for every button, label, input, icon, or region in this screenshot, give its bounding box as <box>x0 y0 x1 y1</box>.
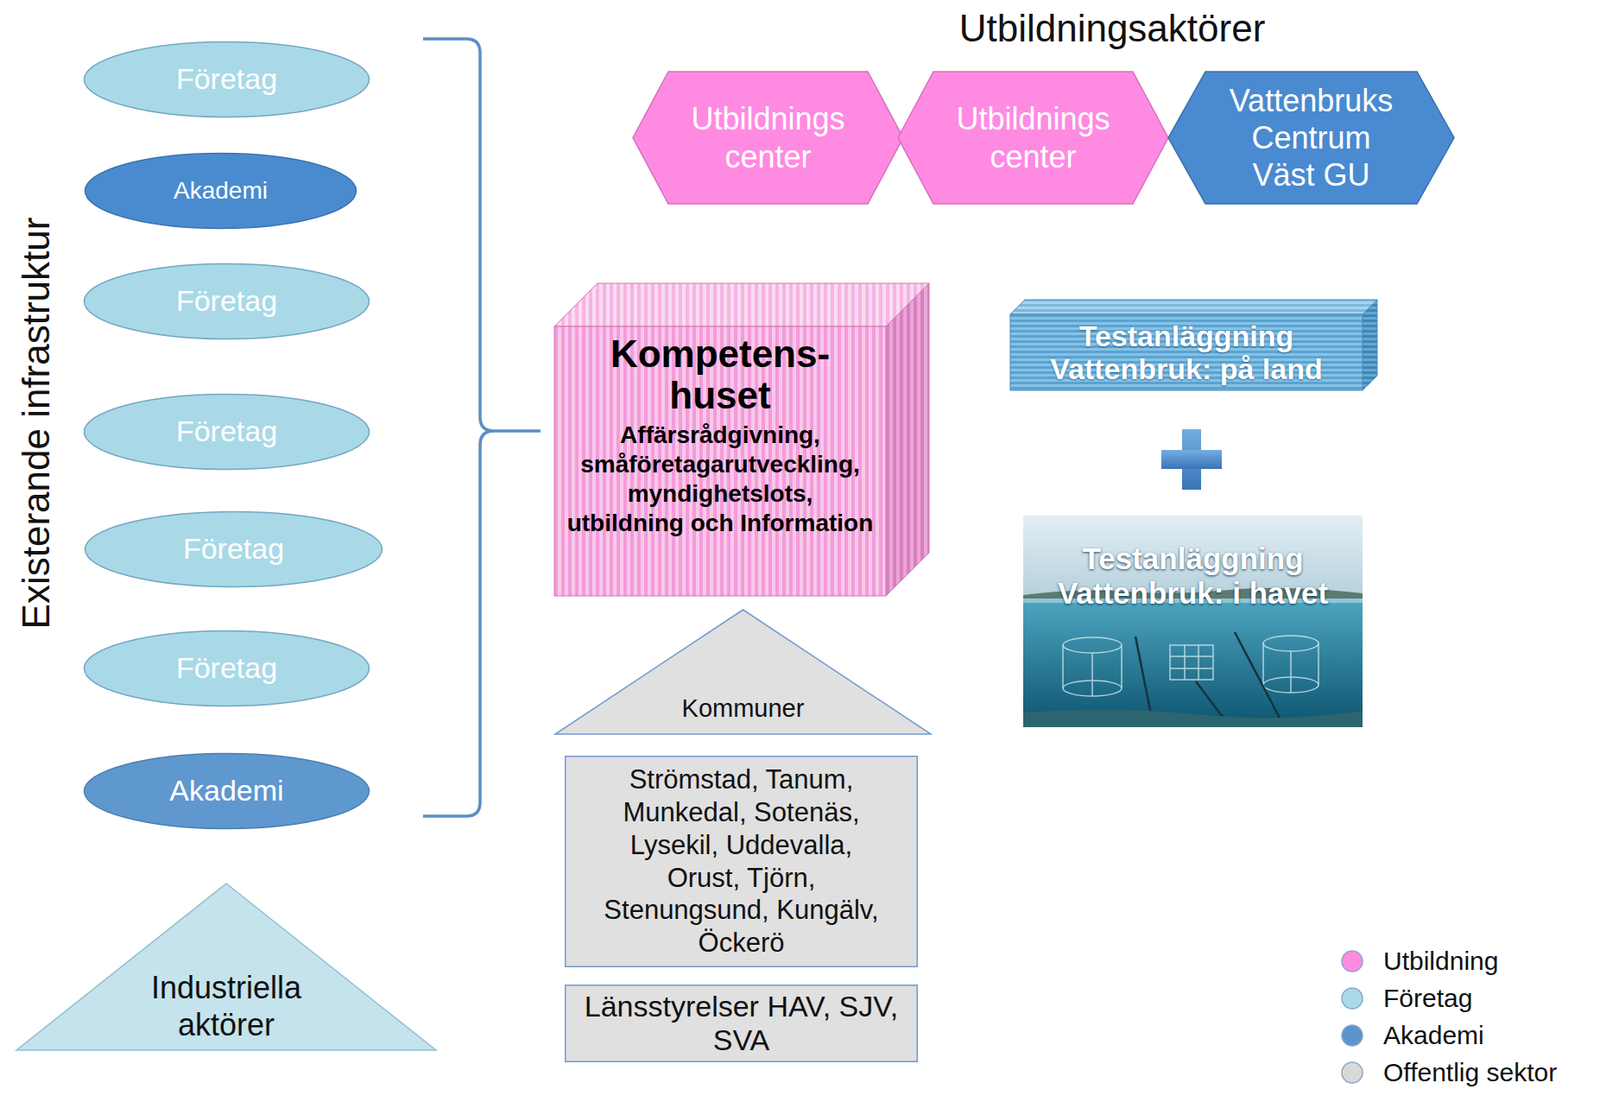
academy-ellipse: Akademi <box>82 752 371 830</box>
node-body: Akademi <box>82 752 371 830</box>
legend-row: Företag <box>1340 979 1557 1017</box>
education-hexagon: Utbildnings center <box>898 71 1169 204</box>
node-label: Utbildnings center <box>934 100 1133 175</box>
node-text-group: Företag <box>103 651 350 685</box>
sea-test-facility-panel: Testanläggning Vattenbruk: i havet <box>1023 515 1363 728</box>
side-axis-label: Existerande infrastruktur <box>14 217 59 630</box>
node-text-group: Utbildnings center <box>934 100 1133 175</box>
node-label: Strömstad, Tanum, Munkedal, Sotenäs, Lys… <box>590 763 893 960</box>
node-label: Företag <box>103 62 350 96</box>
node-label: Testanläggning Vattenbruk: i havet <box>1046 541 1341 612</box>
legend-text: Akademi <box>1383 1019 1485 1051</box>
node-label: Industriella aktörer <box>131 968 322 1044</box>
legend-text: Utbildning <box>1383 945 1499 977</box>
company-ellipse: Företag <box>82 262 371 341</box>
legend-row: Offentlig sektor <box>1340 1053 1557 1091</box>
curly-bracket <box>423 38 541 816</box>
legend-swatch <box>1340 1060 1365 1085</box>
node-text-group: Företag <box>103 414 350 449</box>
node-text-group: Kompetens- husetAffärsrådgivning, småför… <box>566 333 874 538</box>
node-body: Akademi <box>83 151 358 230</box>
competence-house-box: Kompetens- husetAffärsrådgivning, småför… <box>554 326 886 596</box>
node-label: Företag <box>103 284 350 318</box>
node-body-text: Affärsrådgivning, småföretagarutveckling… <box>566 420 874 539</box>
legend-row: Akademi <box>1340 1016 1557 1054</box>
legend: UtbildningFöretagAkademiOffentlig sektor <box>1340 942 1557 1091</box>
municipality-list-box: Strömstad, Tanum, Munkedal, Sotenäs, Lys… <box>564 755 918 968</box>
node-body: Företag <box>82 629 371 708</box>
node-body: Kommuner <box>554 608 932 735</box>
node-label: Företag <box>104 531 363 566</box>
education-hexagon: Utbildnings center <box>632 71 904 204</box>
education-hexagon-outline <box>898 71 1169 204</box>
company-ellipse: Företag <box>82 629 371 708</box>
node-body: Kompetens- husetAffärsrådgivning, småför… <box>554 326 886 596</box>
node-label: Företag <box>103 414 350 449</box>
node-body: Strömstad, Tanum, Munkedal, Sotenäs, Lys… <box>564 755 918 968</box>
section-heading: Utbildningsaktörer <box>959 6 1266 51</box>
node-body: Företag <box>82 262 371 341</box>
node-text-group: Kommuner <box>588 694 898 723</box>
legend-text: Offentlig sektor <box>1383 1056 1557 1088</box>
node-text-group: Företag <box>104 531 363 566</box>
node-label: Akademi <box>103 773 350 808</box>
node-body: Utbildnings center <box>898 71 1169 204</box>
node-text-group: Testanläggning Vattenbruk: i havet <box>1046 541 1341 612</box>
node-text-group: Akademi <box>104 177 337 205</box>
node-text-group: Akademi <box>103 773 350 808</box>
academy-ellipse: Akademi <box>83 151 358 230</box>
node-body: Testanläggning Vattenbruk: på land <box>1010 314 1363 391</box>
legend-row: Utbildning <box>1340 942 1557 980</box>
industry-triangle: Industriella aktörer <box>15 882 437 1051</box>
legend-text: Företag <box>1383 982 1473 1014</box>
node-body: Testanläggning Vattenbruk: i havet <box>1023 515 1363 728</box>
node-body: Länsstyrelser HAV, SJV, SVA <box>564 984 918 1063</box>
municipality-triangle: Kommuner <box>554 608 932 735</box>
node-text-group: Företag <box>103 284 350 318</box>
node-text-group: Länsstyrelser HAV, SJV, SVA <box>571 989 911 1057</box>
education-hexagon-outline <box>632 71 904 204</box>
node-text-group: Vattenbruks Centrum Väst GU <box>1222 82 1400 195</box>
node-label: Akademi <box>104 177 337 205</box>
node-text-group: Strömstad, Tanum, Munkedal, Sotenäs, Lys… <box>590 763 893 960</box>
company-ellipse: Företag <box>82 40 371 119</box>
node-label: Kompetens- huset <box>590 333 850 418</box>
node-text-group: Testanläggning Vattenbruk: på land <box>1022 319 1351 386</box>
node-label: Länsstyrelser HAV, SJV, SVA <box>571 989 911 1057</box>
node-body: Företag <box>83 510 384 589</box>
node-text-group: Industriella aktörer <box>131 968 322 1044</box>
node-body: Utbildnings center <box>632 71 904 204</box>
education-hexagon: Vattenbruks Centrum Väst GU <box>1168 71 1455 204</box>
node-body: Företag <box>82 40 371 119</box>
node-label: Testanläggning Vattenbruk: på land <box>1022 319 1351 386</box>
legend-swatch <box>1340 986 1365 1011</box>
legend-swatch <box>1340 948 1365 974</box>
node-label: Kommuner <box>588 694 898 723</box>
company-ellipse: Företag <box>82 392 371 471</box>
node-label: Utbildnings center <box>669 100 868 175</box>
company-ellipse: Företag <box>83 510 384 589</box>
node-body: Industriella aktörer <box>15 882 437 1051</box>
legend-swatch <box>1340 1023 1365 1048</box>
node-body: Vattenbruks Centrum Väst GU <box>1168 71 1455 204</box>
plus-symbol <box>1161 429 1222 490</box>
node-body: Företag <box>82 392 371 471</box>
node-text-group: Utbildnings center <box>669 100 868 175</box>
node-text-group: Företag <box>103 62 350 96</box>
land-test-facility-box: Testanläggning Vattenbruk: på land <box>1010 314 1363 391</box>
authority-box: Länsstyrelser HAV, SJV, SVA <box>564 984 918 1063</box>
node-label: Vattenbruks Centrum Väst GU <box>1222 82 1400 195</box>
node-label: Företag <box>103 651 350 685</box>
